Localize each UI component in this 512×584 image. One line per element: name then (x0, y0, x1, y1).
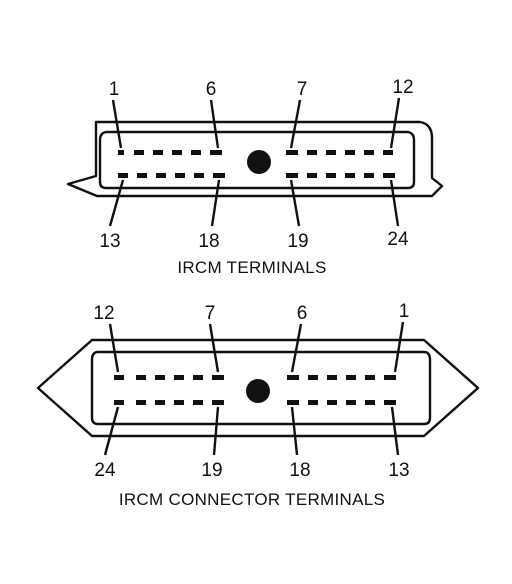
leader-13 (108, 179, 125, 227)
leader-18 (290, 406, 299, 456)
pin-label: 19 (287, 231, 308, 252)
leader-12 (108, 323, 120, 373)
leader-18 (210, 179, 221, 227)
leader-13 (390, 406, 400, 456)
leader-7 (289, 99, 302, 149)
pin-label: 1 (399, 301, 410, 322)
pin-label: 13 (388, 460, 409, 481)
pin-label: 24 (94, 460, 116, 481)
pin-label: 12 (392, 77, 413, 98)
ircm-connector-view: 12 7 6 1 24 19 18 13 IRCM CONNECTOR TERM… (36, 301, 480, 509)
pin-label: 7 (297, 79, 308, 100)
ircm-center-key (247, 150, 271, 174)
pin-label: 12 (93, 303, 114, 324)
pin-label: 19 (201, 460, 222, 481)
pin-label: 1 (109, 79, 120, 100)
leader-19 (289, 179, 301, 227)
leader-7 (208, 323, 220, 373)
pin-label: 18 (289, 460, 310, 481)
connector-upper-pin-row (114, 375, 396, 380)
leader-19 (212, 406, 220, 456)
ircm-housing-outline (66, 120, 444, 198)
leader-1 (393, 321, 405, 373)
connector-lower-pin-row (114, 400, 396, 405)
ircm-terminals-view: 1 6 7 12 13 18 19 24 IRCM TERMINALS (66, 77, 444, 277)
leader-12 (389, 97, 401, 149)
pin-label: 24 (387, 229, 409, 250)
leader-1 (111, 99, 123, 149)
pin-label: 13 (99, 231, 120, 252)
leader-6 (290, 323, 303, 373)
pin-label: 18 (198, 231, 219, 252)
connector-housing-inner (90, 350, 432, 426)
connector-center-key (246, 379, 270, 403)
pin-label: 7 (205, 303, 216, 324)
leader-6 (209, 99, 220, 149)
ircm-lower-pin-row (118, 173, 395, 178)
leader-24 (103, 406, 120, 456)
ircm-terminals-caption: IRCM TERMINALS (177, 258, 326, 277)
connector-housing-outline (36, 338, 480, 438)
pin-label: 6 (206, 79, 217, 100)
pin-label: 6 (297, 303, 308, 324)
ircm-upper-pin-row (118, 150, 393, 155)
leader-24 (389, 179, 400, 227)
ircm-housing-inner (98, 130, 416, 190)
ircm-connector-terminals-caption: IRCM CONNECTOR TERMINALS (119, 490, 385, 509)
